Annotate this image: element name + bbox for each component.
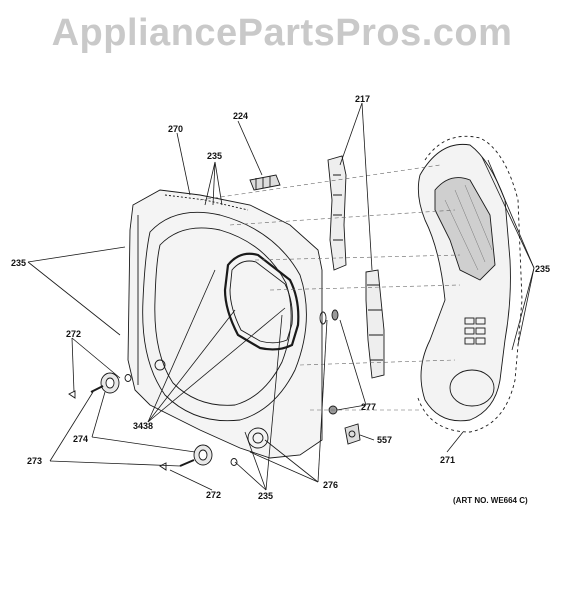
clip-part-272-upper	[68, 390, 76, 399]
callout-224: 224	[233, 111, 249, 121]
roller-part-274-upper	[90, 372, 120, 394]
callout-274: 274	[73, 434, 89, 444]
callout-272-top: 272	[66, 329, 82, 339]
art-number: (ART NO. WE664 C)	[453, 496, 528, 505]
callout-270: 270	[168, 124, 184, 134]
watermark: AppliancePartsPros.com	[51, 12, 513, 54]
callout-217: 217	[355, 94, 371, 104]
callout-272-bottom: 272	[206, 490, 222, 500]
roller-part-274-lower	[179, 444, 213, 467]
front-panel-part-270	[127, 189, 323, 459]
bracket-part-217-upper	[327, 155, 347, 271]
callout-235-bottom: 235	[258, 491, 274, 501]
callout-235-top: 235	[207, 151, 223, 161]
clips-part-224	[249, 174, 281, 191]
callout-557: 557	[377, 435, 393, 445]
sensor-part-557	[344, 423, 361, 445]
callout-3438: 3438	[133, 421, 154, 431]
leader-lines	[27, 102, 535, 491]
callout-235-left: 235	[11, 258, 27, 268]
washer-part-276	[124, 311, 327, 466]
callout-276: 276	[323, 480, 339, 490]
callout-273: 273	[27, 456, 43, 466]
rear-panel-part-271	[417, 135, 523, 433]
screw-part-277	[328, 309, 339, 415]
callout-235-right: 235	[535, 264, 551, 274]
alignment-lines	[199, 164, 461, 411]
clip-part-272-lower	[159, 462, 167, 471]
callout-277: 277	[361, 402, 377, 412]
callout-271: 271	[440, 455, 456, 465]
bracket-part-217-lower	[365, 269, 385, 379]
